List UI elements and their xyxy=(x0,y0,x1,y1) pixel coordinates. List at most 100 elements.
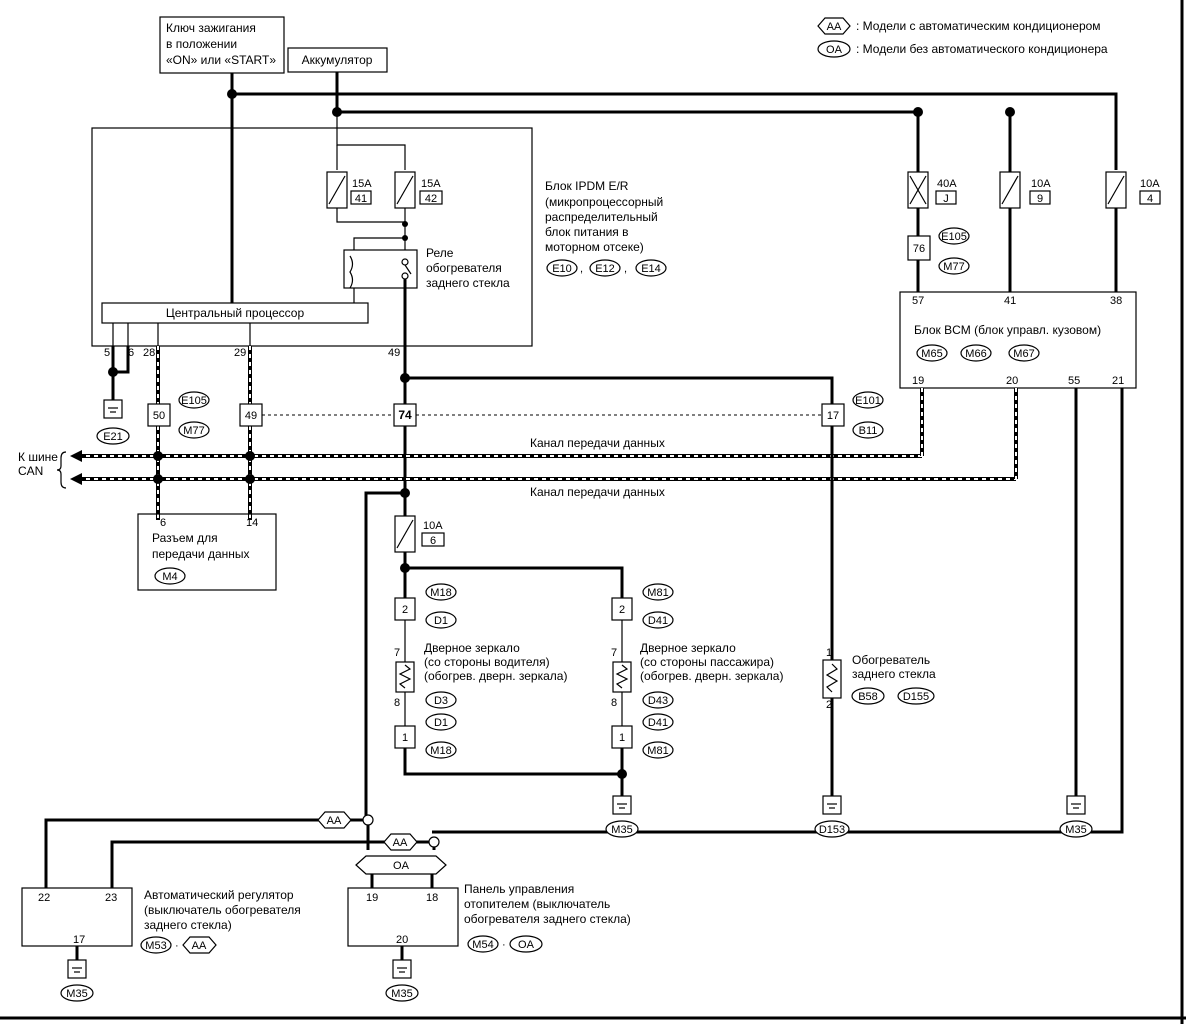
bcm-title: Блок BCM (блок управл. кузовом) xyxy=(914,323,1101,337)
relay-label-3: заднего стекла xyxy=(426,276,510,290)
svg-text:7: 7 xyxy=(611,647,617,659)
svg-text:41: 41 xyxy=(355,193,367,205)
svg-text:M18: M18 xyxy=(430,745,451,757)
svg-text:1: 1 xyxy=(619,732,625,744)
tag-oa xyxy=(355,855,447,875)
svg-text:AA: AA xyxy=(393,837,408,849)
svg-text:E14: E14 xyxy=(641,263,661,275)
ipdm-title-5: моторном отсеке) xyxy=(545,240,644,254)
svg-text:8: 8 xyxy=(611,697,617,709)
svg-text:E105: E105 xyxy=(941,231,967,243)
legend-oa-text: : Модели без автоматического кондиционер… xyxy=(856,42,1108,56)
svg-text:M4: M4 xyxy=(162,571,177,583)
svg-text:D155: D155 xyxy=(903,691,929,703)
legend-oa-code: OA xyxy=(826,44,843,56)
passenger-mirror-label-2: (со стороны пассажира) xyxy=(640,655,774,669)
rear-heater-label-1: Обогреватель xyxy=(852,653,930,667)
svg-text:M81: M81 xyxy=(647,587,668,599)
svg-text:OA: OA xyxy=(393,860,410,872)
relay-label-1: Реле xyxy=(426,246,454,260)
can-channel-label-2: Канал передачи данных xyxy=(530,485,665,499)
svg-text:22: 22 xyxy=(38,892,50,904)
svg-text:J: J xyxy=(943,193,949,205)
bcm-connector-76 xyxy=(907,235,931,261)
rear-heater-feed-wire xyxy=(405,376,834,404)
junction-74 xyxy=(393,403,417,427)
svg-text:OA: OA xyxy=(518,939,535,951)
ipdm-feed-wire xyxy=(336,112,406,170)
ipdm-cpu-label: Центральный процессор xyxy=(166,306,305,320)
tag-aa-1 xyxy=(317,811,352,829)
svg-text:AA: AA xyxy=(192,940,207,952)
battery-box xyxy=(287,47,388,73)
svg-text:17: 17 xyxy=(73,934,85,946)
ignition-label-1: Ключ зажигания xyxy=(166,21,256,35)
svg-text:14: 14 xyxy=(246,517,258,529)
aa-auto-reg-wire-2 xyxy=(110,840,432,888)
svg-text:23: 23 xyxy=(105,892,117,904)
svg-text:1: 1 xyxy=(402,732,408,744)
svg-text:21: 21 xyxy=(1112,375,1124,387)
junction-50 xyxy=(147,403,171,427)
svg-text:D1: D1 xyxy=(434,615,448,627)
auto-reg-label-2: (выключатель обогревателя xyxy=(144,903,301,917)
bcm-block xyxy=(899,291,1137,389)
ignition-label-3: «ON» или «START» xyxy=(166,53,276,67)
ignition-box xyxy=(159,16,285,74)
bcm-connectors: M65 M66 M67 xyxy=(916,344,1040,362)
legend-aa-tag xyxy=(817,17,851,35)
svg-text:AA: AA xyxy=(327,815,342,827)
svg-text:10A: 10A xyxy=(423,520,443,532)
driver-mirror-label-2: (со стороны водителя) xyxy=(424,655,550,669)
svg-text:15A: 15A xyxy=(421,178,441,190)
svg-text:40A: 40A xyxy=(937,178,957,190)
svg-text:M67: M67 xyxy=(1013,348,1034,360)
relay-box xyxy=(343,249,418,289)
svg-text:38: 38 xyxy=(1110,295,1122,307)
svg-text:1: 1 xyxy=(826,647,832,659)
svg-text:19: 19 xyxy=(366,892,378,904)
svg-text:17: 17 xyxy=(827,410,839,422)
svg-text:10A: 10A xyxy=(1140,178,1160,190)
svg-text:6: 6 xyxy=(160,517,166,529)
legend-aa-text: : Модели с автоматическим кондиционером xyxy=(856,19,1101,33)
svg-text:M35: M35 xyxy=(611,824,632,836)
tag-aa-2 xyxy=(383,833,418,851)
data-connector-box xyxy=(137,513,277,591)
aa-branch-wire xyxy=(364,491,405,820)
svg-text:19: 19 xyxy=(912,375,924,387)
svg-text:M66: M66 xyxy=(965,348,986,360)
svg-text:M65: M65 xyxy=(921,348,942,360)
svg-text:D41: D41 xyxy=(648,615,668,627)
svg-text:9: 9 xyxy=(1037,193,1043,205)
svg-text:50: 50 xyxy=(153,410,165,422)
svg-text:28: 28 xyxy=(143,347,155,359)
aa-auto-reg-wire xyxy=(44,818,366,888)
ground-e21-icon: E21 xyxy=(96,399,130,445)
svg-text:·: · xyxy=(502,939,506,951)
svg-text:E21: E21 xyxy=(103,431,123,443)
data-connector-label-2: передачи данных xyxy=(152,547,250,561)
ignition-label-2: в положении xyxy=(166,37,237,51)
ground-m35-panel-icon: M35 xyxy=(385,959,419,1002)
svg-text:6: 6 xyxy=(430,535,436,547)
ground-m35-mirror-icon: M35 xyxy=(605,795,639,838)
svg-text:M35: M35 xyxy=(391,988,412,1000)
svg-text:76: 76 xyxy=(913,243,925,255)
svg-text:M35: M35 xyxy=(66,988,87,1000)
ipdm-connectors: E10 E12 E14 , , xyxy=(546,259,667,277)
bcm-fuse-40a: 40A J xyxy=(907,171,957,209)
ipdm-block xyxy=(91,127,533,347)
legend-oa-tag xyxy=(817,40,851,58)
svg-text:·: · xyxy=(175,940,179,952)
heater-panel-label-1: Панель управления xyxy=(464,882,574,896)
relay-coil xyxy=(349,255,354,289)
svg-text:2: 2 xyxy=(826,699,832,711)
heater-panel-label-2: отопителем (выключатель xyxy=(464,897,610,911)
svg-text:57: 57 xyxy=(912,295,924,307)
can-bus-label-1: К шине xyxy=(18,450,58,464)
auto-reg-label-1: Автоматический регулятор xyxy=(144,888,294,902)
ipdm-cpu xyxy=(101,302,369,324)
svg-text:M54: M54 xyxy=(472,939,493,951)
heater-panel-label-3: обогревателя заднего стекла) xyxy=(464,912,631,926)
